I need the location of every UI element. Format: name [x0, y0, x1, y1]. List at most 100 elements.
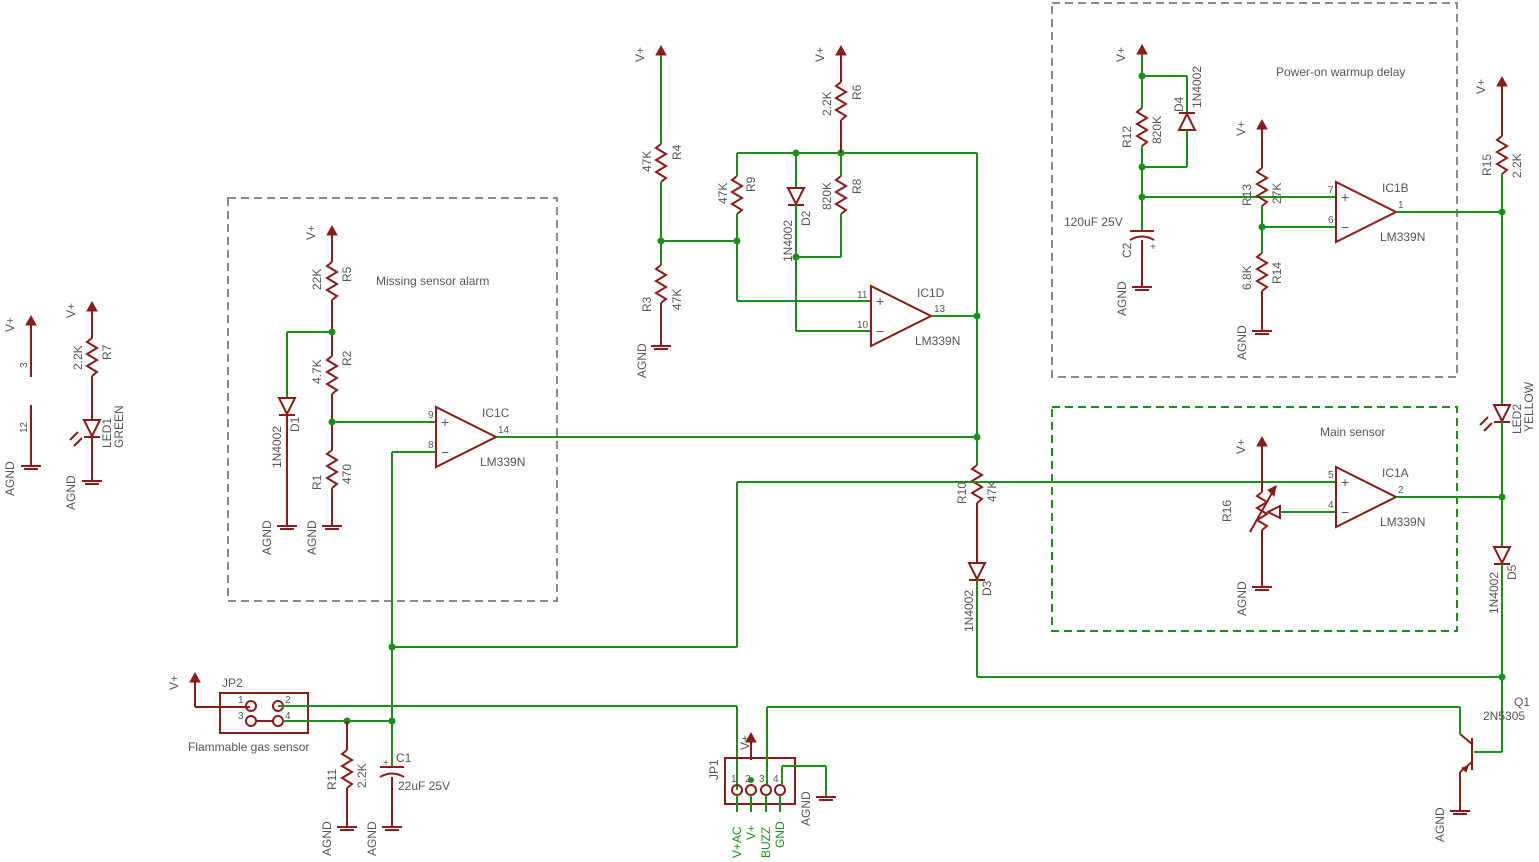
ic1b-name: IC1B [1382, 181, 1409, 195]
r1-name: R1 [310, 474, 324, 490]
r15-name: R15 [1480, 154, 1494, 176]
r3-agnd: AGND [635, 343, 649, 378]
q1-name: Q1 [1514, 695, 1530, 709]
r10-d3-branch: R10 47K 1N4002 D3 [388, 464, 1502, 678]
svg-text:+: + [1341, 189, 1349, 205]
r13-vplus: V+ [1234, 121, 1248, 136]
r15-vplus: V+ [1474, 79, 1488, 94]
svg-text:−: − [1341, 219, 1349, 235]
r14-name: R14 [1270, 262, 1284, 284]
svg-text:−: − [876, 323, 884, 339]
pin-12-label: 12 [19, 421, 30, 433]
jp1-net-4: GND [773, 821, 787, 848]
r12-vplus: V+ [1114, 47, 1128, 62]
power-pins: V+ 3 12 AGND [3, 314, 41, 496]
d1-agnd: AGND [260, 520, 274, 555]
r7-vplus: V+ [64, 303, 78, 318]
d4-value: 1N4002 [1190, 66, 1204, 108]
ic1c-name: IC1C [482, 406, 510, 420]
r8-value: 820K [820, 182, 834, 210]
r6-vplus: V+ [813, 47, 827, 62]
section-missing-label: Missing sensor alarm [376, 274, 489, 288]
ic1a-pin-pos: 5 [1328, 470, 1334, 481]
r1-value: 470 [340, 464, 354, 484]
ic1b-pin-out: 1 [1398, 200, 1404, 211]
ic1a-value: LM339N [1380, 515, 1425, 529]
d2-name: D2 [799, 210, 813, 226]
main-sensor-frame [1051, 406, 1458, 632]
svg-text:+: + [441, 414, 449, 430]
r5-name: R5 [340, 266, 354, 282]
r3-value: 47K [670, 289, 684, 310]
jp1-pin-3: 3 [759, 774, 765, 785]
r6-name: R6 [850, 84, 864, 100]
r9-name: R9 [744, 176, 758, 192]
r12-value: 820K [1150, 116, 1164, 144]
svg-text:−: − [441, 444, 449, 460]
section-main-label: Main sensor [1320, 425, 1385, 439]
ic1d-name: IC1D [917, 286, 945, 300]
led1-value: GREEN [112, 405, 126, 448]
d1-value: 1N4002 [270, 426, 284, 468]
jp1-connector: JP1 V+ 1 2 3 4 V+AC V+ BUZZ GND AGND [707, 706, 836, 858]
c2-value: 120uF 25V [1064, 215, 1123, 229]
ic1a-pin-out: 2 [1398, 485, 1404, 496]
ic1b-pin-pos: 7 [1328, 185, 1334, 196]
ic1d-pin-out: 13 [934, 304, 946, 315]
r3-name: R3 [640, 296, 654, 312]
section-warmup-label: Power-on warmup delay [1276, 65, 1405, 79]
svg-text:+: + [876, 293, 884, 309]
r15-value: 2.2K [1510, 153, 1524, 178]
jp1-name: JP1 [707, 759, 721, 780]
ic1b-pin-neg: 6 [1328, 215, 1334, 226]
warmup-delay-circuit: + + − V+ R12 820K D4 1N4002 120uF 25V C2… [1064, 43, 1502, 360]
vplus-label: V+ [3, 317, 17, 332]
led1-name: LED1 [100, 418, 114, 448]
c2-agnd: AGND [1115, 281, 1129, 316]
r11-name: R11 [325, 769, 339, 790]
r4-name: R4 [670, 144, 684, 160]
r16-agnd: AGND [1235, 581, 1249, 616]
r13-value: 27K [1270, 183, 1284, 204]
ic1c-pin-pos: 9 [428, 410, 434, 421]
ic1c-pin-neg: 8 [428, 440, 434, 451]
r2-value: 4.7K [310, 359, 324, 384]
jp2-pin-3: 3 [238, 711, 244, 722]
led2-value: YELLOW [1522, 381, 1536, 432]
ic1d-value: LM339N [915, 334, 960, 348]
q1-value: 2N5305 [1483, 709, 1525, 723]
d2-value: 1N4002 [781, 220, 795, 262]
c1-agnd: AGND [365, 821, 379, 856]
jp2-pin-4: 4 [285, 711, 291, 722]
r1-agnd: AGND [305, 520, 319, 555]
main-sensor-circuit: + − V+ R16 AGND 5 4 2 IC1A LM339N [1220, 435, 1502, 616]
jp1-net-3: BUZZ [759, 827, 773, 858]
c1-value: 22uF 25V [398, 779, 450, 793]
ic1b-value: LM339N [1380, 230, 1425, 244]
jp1-pin-2: 2 [745, 774, 751, 785]
r16-name: R16 [1220, 500, 1234, 522]
d1-name: D1 [288, 416, 302, 432]
r10-name: R10 [955, 482, 969, 504]
jp1-vplus: V+ [738, 735, 752, 750]
r16-vplus: V+ [1234, 439, 1248, 454]
r11-value: 2.2K [355, 763, 369, 788]
jp2-name: JP2 [222, 676, 243, 690]
r7-value: 2.2K [71, 345, 85, 370]
r4-value: 47K [640, 151, 654, 172]
jp1-pin-4: 4 [773, 774, 779, 785]
ic1d-circuit: + − V+ 47K R4 R3 47K AGND 47K R9 1N4002 … [633, 44, 981, 465]
r11-agnd: AGND [320, 821, 334, 856]
missing-sensor-circuit: + − V+ 22K R5 4.7K R2 R1 470 1N4002 D1 A… [260, 224, 525, 720]
missing-sensor-frame [227, 197, 558, 602]
led1-branch: V+ 2.2K R7 LED1 GREEN AGND [64, 300, 126, 510]
d4-name: D4 [1172, 96, 1186, 112]
d3-value: 1N4002 [962, 590, 976, 632]
r12-name: R12 [1120, 126, 1134, 148]
d5-value: 1N4002 [1487, 572, 1501, 614]
jp1-net-2: V+ [744, 825, 758, 840]
ic1c-pin-out: 14 [498, 425, 510, 436]
r10-value: 47K [985, 481, 999, 502]
r14-agnd: AGND [1235, 325, 1249, 360]
